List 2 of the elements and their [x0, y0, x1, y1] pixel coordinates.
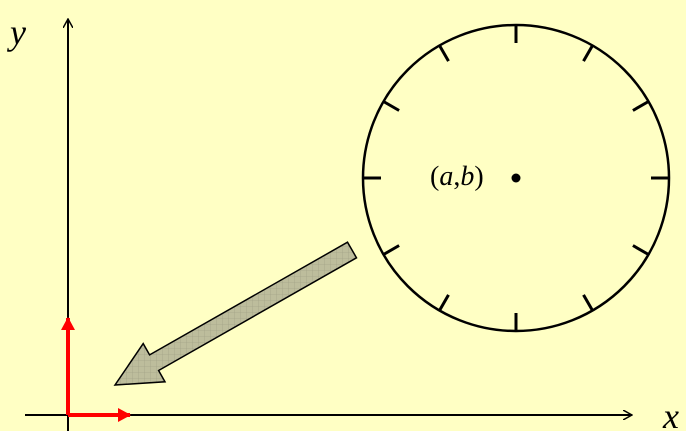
point-label: (a,b) — [430, 163, 484, 191]
axis-label: x — [663, 398, 679, 431]
